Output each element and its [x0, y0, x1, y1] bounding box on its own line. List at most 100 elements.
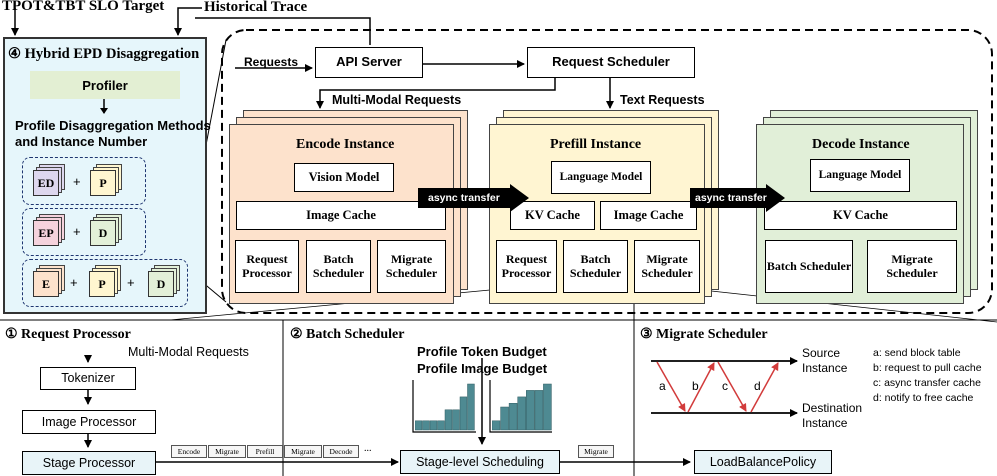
encode-instance-title: Encode Instance	[296, 137, 395, 152]
prefill-image-cache-box[interactable]: Image Cache	[600, 201, 697, 230]
stage-chip-decode: Decode	[323, 445, 359, 458]
stage-chip-migrate: Migrate	[578, 445, 614, 458]
prefill-kv-cache-box[interactable]: KV Cache	[510, 201, 595, 230]
request-processor-label: Request Processor	[242, 251, 292, 280]
request-scheduler-box[interactable]: Request Scheduler	[527, 47, 695, 78]
decode-instance-title: Decode Instance	[812, 137, 910, 152]
step-b-label: b	[692, 379, 699, 393]
stage-level-scheduling-box[interactable]: Stage-level Scheduling	[400, 450, 560, 474]
histogram-bar	[422, 420, 430, 431]
historical-trace-label: Historical Trace	[204, 0, 308, 15]
decode-migrate-scheduler-box[interactable]: Migrate Scheduler	[867, 240, 957, 293]
vision-model-label: Vision Model	[308, 170, 380, 185]
batch-scheduler-label: Batch Scheduler	[569, 251, 622, 280]
encode-batch-scheduler-box[interactable]: Batch Scheduler	[306, 240, 371, 293]
method-group-ep-d[interactable]	[22, 208, 146, 256]
histogram-token	[415, 383, 475, 431]
stage-chip-migrate: Migrate	[284, 445, 322, 458]
histogram-bar	[543, 383, 552, 431]
multimodal-requests-input-label: Multi-Modal Requests	[128, 345, 249, 359]
legend-d: d: notify to free cache	[873, 392, 974, 404]
image-processor-label: Image Processor	[41, 414, 137, 429]
slo-target-label: TPOT&TBT SLO Target	[2, 0, 165, 14]
histogram-bar	[429, 420, 438, 431]
tokenizer-box[interactable]: Tokenizer	[40, 367, 136, 390]
encode-image-cache-box[interactable]: Image Cache	[236, 201, 446, 230]
prefill-request-processor-box[interactable]: Request Processor	[496, 240, 557, 293]
plus-sign: +	[127, 275, 135, 290]
histogram-bar	[437, 420, 445, 431]
load-balance-policy-label: LoadBalancePolicy	[709, 454, 817, 469]
method-group-ed-p[interactable]	[22, 157, 146, 205]
histogram-bar	[459, 396, 468, 431]
vision-model-box[interactable]: Vision Model	[294, 163, 394, 192]
api-server-box[interactable]: API Server	[315, 47, 423, 78]
plus-sign: +	[70, 275, 78, 290]
stages-ellipsis: ...	[364, 443, 372, 454]
migrate-scheduler-label: Migrate Scheduler	[886, 251, 938, 280]
batch-scheduler-label: Batch Scheduler	[312, 251, 365, 280]
decode-batch-scheduler-box[interactable]: Batch Scheduler	[765, 240, 853, 293]
histogram-bar	[444, 409, 453, 431]
source-instance-label: Source Instance	[802, 346, 848, 375]
stage-processor-label: Stage Processor	[42, 455, 136, 470]
stage-chip-migrate: Migrate	[208, 445, 246, 458]
step-a-label: a	[659, 379, 666, 393]
migrate-scheduler-label: Migrate Scheduler	[641, 251, 693, 280]
prefill-language-model-box[interactable]: Language Model	[551, 161, 651, 194]
p-chip: P	[90, 170, 116, 196]
histogram-bar	[452, 409, 460, 431]
kv-cache-label: KV Cache	[833, 208, 888, 223]
prefill-migrate-scheduler-box[interactable]: Migrate Scheduler	[634, 240, 700, 293]
async-transfer-arrow-1	[418, 184, 529, 212]
stage-chip-prefill: Prefill	[247, 445, 283, 458]
token-budget-label: Profile Token Budget	[417, 344, 547, 359]
image-cache-label: Image Cache	[306, 208, 376, 223]
image-cache-label: Image Cache	[613, 208, 684, 223]
d-chip: D	[90, 220, 116, 246]
encode-request-processor-box[interactable]: Request Processor	[235, 240, 299, 293]
methods-line2: and Instance Number	[15, 134, 148, 149]
step-d-label: d	[754, 379, 761, 393]
p-chip: P	[89, 271, 115, 297]
text-requests-label: Text Requests	[620, 93, 705, 107]
load-balance-policy-box[interactable]: LoadBalancePolicy	[694, 450, 832, 474]
language-model-label: Language Model	[559, 170, 643, 183]
plus-sign: +	[73, 174, 81, 189]
tokenizer-label: Tokenizer	[61, 371, 115, 386]
histogram-bar	[492, 420, 501, 431]
image-processor-box[interactable]: Image Processor	[22, 410, 156, 434]
histogram-bar	[526, 390, 535, 431]
profiler-arrow	[100, 99, 108, 114]
decode-kv-cache-box[interactable]: KV Cache	[764, 201, 957, 230]
profiler-box[interactable]: Profiler	[30, 71, 180, 99]
multimodal-requests-label: Multi-Modal Requests	[332, 93, 462, 107]
legend-b: b: request to pull cache	[873, 362, 982, 374]
step-c-label: c	[722, 379, 728, 393]
decode-language-model-box[interactable]: Language Model	[810, 159, 910, 192]
image-budget-label: Profile Image Budget	[417, 361, 548, 376]
prefill-batch-scheduler-box[interactable]: Batch Scheduler	[563, 240, 628, 293]
stage-processor-box[interactable]: Stage Processor	[22, 451, 156, 475]
method-group-e-p-d[interactable]	[22, 259, 188, 307]
histogram-bar	[534, 390, 544, 431]
batch-scheduler-title: ② Batch Scheduler	[290, 327, 405, 342]
async-transfer-label: async transfer	[428, 192, 500, 204]
hybrid-epd-title: ④ Hybrid EPD Disaggregation	[8, 46, 200, 62]
destination-instance-label: Destination Instance	[802, 401, 863, 430]
encode-migrate-scheduler-box[interactable]: Migrate Scheduler	[377, 240, 446, 293]
migrate-scheduler-label: Migrate Scheduler	[385, 251, 438, 280]
stage-level-scheduling-label: Stage-level Scheduling	[416, 454, 544, 469]
async-transfer-label: async transfer	[695, 192, 767, 204]
ep-chip: EP	[33, 220, 59, 246]
legend-a: a: send block table	[873, 347, 961, 359]
histogram-image	[492, 383, 552, 431]
async-transfer-arrow-2	[690, 184, 785, 212]
batch-scheduler-label: Batch Scheduler	[766, 258, 852, 273]
request-scheduler-label: Request Scheduler	[552, 54, 670, 70]
prefill-instance-title: Prefill Instance	[550, 137, 642, 152]
request-processor-label: Request Processor	[501, 251, 552, 280]
histogram-bar	[517, 396, 526, 431]
migrate-scheduler-title: ③ Migrate Scheduler	[640, 327, 768, 342]
stage-chip-encode: Encode	[171, 445, 207, 458]
